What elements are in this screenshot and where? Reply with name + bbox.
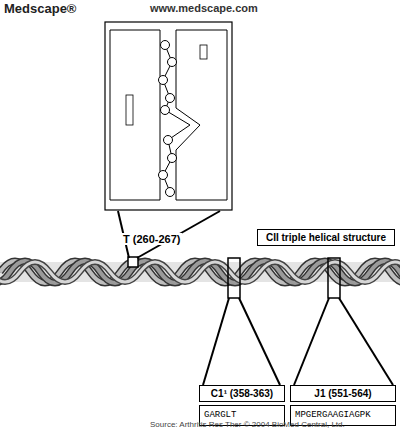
epitope-marker — [128, 257, 138, 267]
box-heading: CII triple helical structure — [257, 229, 395, 246]
epitope-label: T (260-267) — [121, 233, 182, 245]
header-text: Medscape® — [4, 1, 76, 16]
epitope-marker — [228, 258, 240, 298]
title-box: CII triple helical structure — [257, 229, 395, 246]
box-heading: J1 (551-564) — [290, 385, 396, 402]
epitope-box: C1¹ (358-363)GARGLT — [199, 385, 285, 426]
source-note: Source: Arthritis Res Ther © 2004 BioMed… — [150, 420, 345, 429]
epitope-marker — [328, 258, 340, 298]
epitope-box: J1 (551-564)MPGERGAAGIAGPK — [290, 385, 396, 426]
box-heading: C1¹ (358-363) — [199, 385, 285, 402]
header-text: www.medscape.com — [150, 2, 258, 14]
mhc-peptide-illustration — [105, 22, 232, 210]
